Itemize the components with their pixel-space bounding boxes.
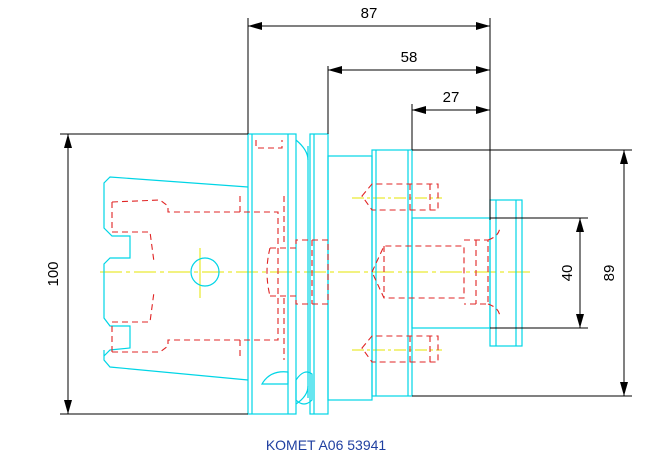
dim-overall-length: 87 (361, 5, 378, 22)
dimension-lines (60, 18, 632, 415)
centerlines (100, 197, 530, 351)
dimension-arrows (64, 22, 628, 414)
drawing-caption: KOMET A06 53941 (266, 437, 387, 453)
hidden-lines (111, 140, 501, 363)
dim-mid-length: 58 (401, 49, 418, 66)
dim-short-length: 27 (443, 89, 460, 106)
dim-left-height: 100 (45, 261, 62, 286)
dim-right-height: 89 (601, 265, 618, 282)
part-outline (103, 133, 523, 415)
dim-right-inner-height: 40 (559, 265, 576, 282)
